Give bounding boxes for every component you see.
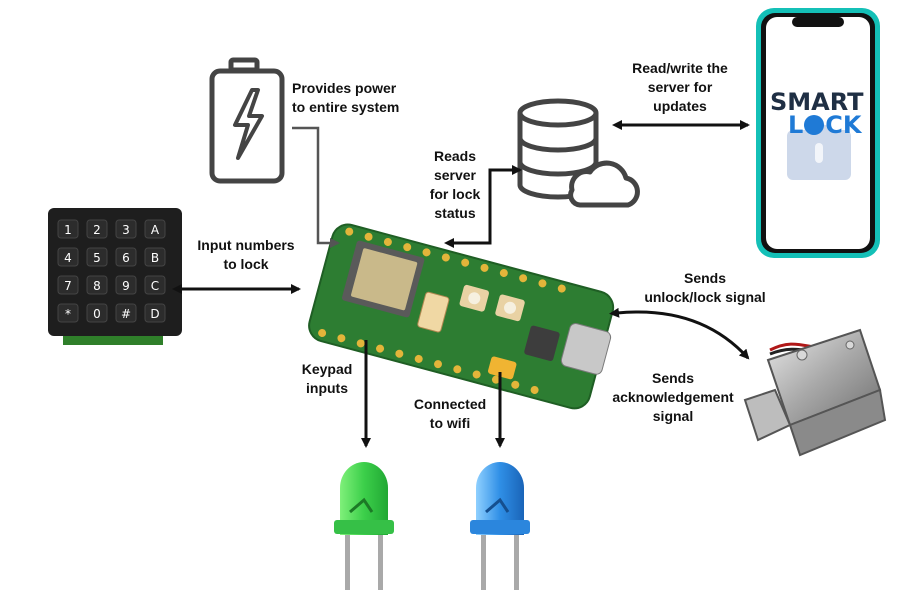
- keypad-key: [57, 247, 79, 267]
- keypad-key: [115, 247, 137, 267]
- keypad-key-label: B: [151, 251, 159, 265]
- keypad-key-label: 2: [93, 223, 101, 237]
- battery-icon: [209, 57, 285, 184]
- keypad-key: [57, 219, 79, 239]
- label-reads-server: Reads server for lock status: [429, 148, 481, 221]
- label-input-numbers: Input numbers to lock: [197, 237, 295, 272]
- phone-logo-lock-ck: CK: [825, 111, 862, 139]
- arrow-board-lock: [609, 307, 750, 360]
- keypad-key: [86, 219, 108, 239]
- keypad-key-label: 4: [64, 251, 72, 265]
- phone-logo-lock-l: L: [788, 111, 804, 139]
- blue-led-icon: [470, 462, 530, 590]
- label-keypad-inputs: Keypad inputs: [301, 361, 353, 396]
- keypad-key-label: *: [65, 307, 71, 321]
- phone-logo-lock-o-icon: [804, 115, 825, 135]
- keypad-key: [86, 275, 108, 295]
- keypad-key-label: 1: [64, 223, 72, 237]
- arrow-battery-to-board: [292, 126, 340, 248]
- keypad-key: [57, 275, 79, 295]
- keypad-key: [144, 219, 166, 239]
- keypad-icon: 1 2 3 A 4 5 6 B 7 8 9 C * 0 # D: [48, 208, 182, 345]
- label-server-rw: Read/write the server for updates: [632, 60, 728, 114]
- keypad-key: [86, 247, 108, 267]
- keypad-key-label: 6: [122, 251, 130, 265]
- keypad-key-label: 7: [64, 279, 72, 293]
- keypad-key: [144, 303, 166, 323]
- label-wifi: Connected to wifi: [413, 396, 487, 431]
- keypad-key: [115, 275, 137, 295]
- label-unlock-signal: Sends unlock/lock signal: [644, 270, 766, 305]
- keypad-key: [144, 247, 166, 267]
- keypad-key-label: 0: [93, 307, 101, 321]
- keypad-key: [115, 219, 137, 239]
- keypad-key: [86, 303, 108, 323]
- keypad-key-label: #: [121, 307, 131, 321]
- phone-logo-lock: L CK: [788, 111, 862, 139]
- keypad-key-label: 8: [93, 279, 101, 293]
- keypad-key-label: 9: [122, 279, 130, 293]
- microcontroller-board: [308, 223, 615, 410]
- keypad-key: [144, 275, 166, 295]
- keypad-key: [115, 303, 137, 323]
- keypad-key-label: D: [150, 307, 159, 321]
- solenoid-lock-icon: [743, 328, 887, 457]
- arrow-board-database: [444, 165, 522, 248]
- keypad-key-label: 5: [93, 251, 101, 265]
- label-power: Provides power to entire system: [292, 80, 400, 115]
- phone-logo-smart: SMART: [770, 88, 864, 116]
- database-cloud-icon: [517, 98, 640, 208]
- keypad-key-label: A: [151, 223, 160, 237]
- green-led-icon: [334, 462, 394, 590]
- keypad-key: [57, 303, 79, 323]
- label-ack-signal: Sends acknowledgement signal: [612, 370, 734, 424]
- keypad-key-label: C: [151, 279, 159, 293]
- keypad-key-label: 3: [122, 223, 130, 237]
